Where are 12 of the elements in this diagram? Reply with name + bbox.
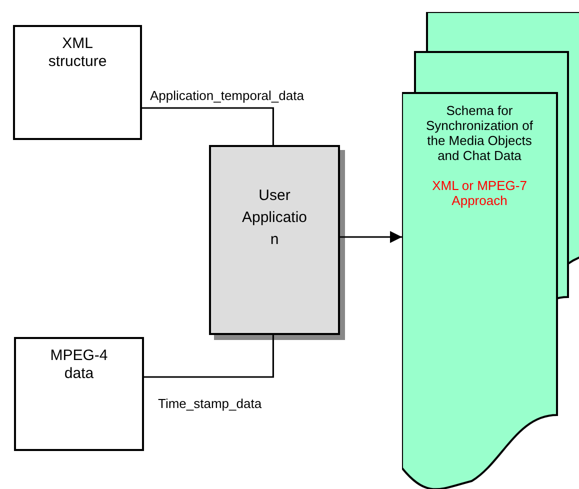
node-label: Schema for Synchronization of the Media Objects and Chat Data — [425, 103, 534, 163]
arrow — [340, 231, 402, 243]
node-label: User Applicatio n — [240, 186, 308, 250]
edge-label: Application_temporal_data — [150, 88, 304, 103]
connector-line — [144, 335, 274, 378]
node-label: XML structure — [47, 35, 108, 71]
data-box — [14, 337, 144, 451]
node-label: MPEG-4 data — [49, 347, 109, 383]
data-box — [13, 25, 142, 140]
connector-line — [142, 107, 274, 145]
edge-label: Time_stamp_data — [158, 396, 262, 411]
note-label: XML or MPEG-7 Approach — [431, 178, 528, 208]
